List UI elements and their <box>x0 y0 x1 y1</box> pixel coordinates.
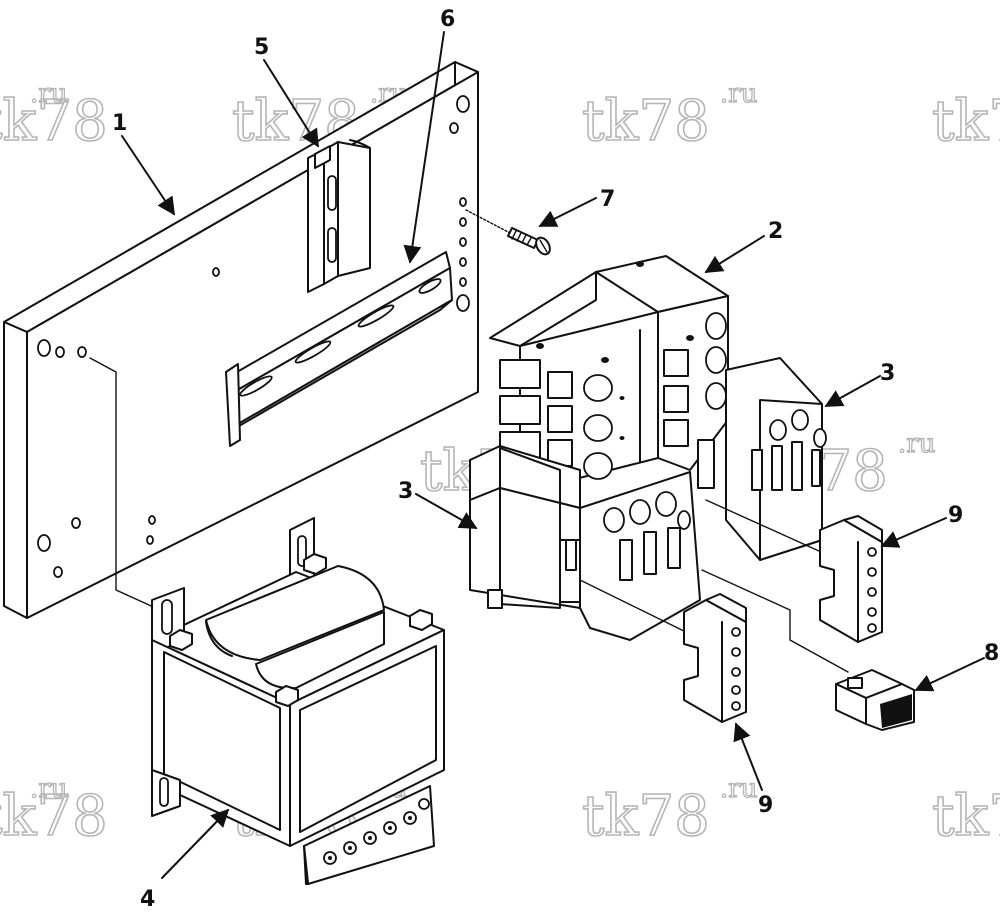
part-connector-plug <box>835 669 915 731</box>
arrow-1 <box>121 135 175 216</box>
watermark-suffix: .ru <box>720 79 757 109</box>
callout-5: 5 <box>254 35 269 60</box>
watermark-suffix: .ru <box>720 774 757 804</box>
part-contactor <box>489 255 729 489</box>
part-screw <box>465 209 551 256</box>
callout-8: 8 <box>984 641 999 666</box>
arrow-2 <box>704 235 765 273</box>
arrow-6 <box>403 31 445 264</box>
arrow-4 <box>161 808 230 879</box>
arrow-7 <box>538 197 597 227</box>
callout-4: 4 <box>140 887 155 912</box>
callout-6: 6 <box>440 7 455 32</box>
arrow-9-right <box>880 517 947 548</box>
watermark-suffix: .ru <box>30 774 67 804</box>
callout-3-right: 3 <box>880 361 895 386</box>
watermark-text: tk78 <box>582 89 710 154</box>
part-aux-contact-block-center <box>683 593 747 723</box>
callout-9-center: 9 <box>758 793 773 818</box>
part-horizontal-din-rail <box>225 251 453 447</box>
callout-9-right: 9 <box>948 503 963 528</box>
arrow-8 <box>914 657 985 692</box>
watermark-suffix: .ru <box>898 429 935 459</box>
watermark-suffix: .ru <box>30 79 67 109</box>
watermark-text: tk78 <box>0 784 108 849</box>
arrow-9-center <box>733 722 763 791</box>
part-relay-left <box>469 445 849 673</box>
arrow-3-left <box>415 493 478 529</box>
arrow-3-right <box>824 375 881 407</box>
part-aux-contact-block-right <box>819 515 883 643</box>
callout-labels: 1 5 6 7 2 3 3 9 9 8 4 <box>112 7 999 912</box>
watermark-text: tk78 <box>0 89 108 154</box>
assembly-leader-line <box>89 357 161 611</box>
arrow-5 <box>263 59 319 148</box>
callout-3-left: 3 <box>398 479 413 504</box>
callout-2: 2 <box>768 219 783 244</box>
callout-7: 7 <box>600 187 615 212</box>
part-vertical-din-rail <box>307 139 371 293</box>
part-relay-right <box>697 357 831 561</box>
watermark-text: tk78 <box>932 784 1000 849</box>
plate-left-edge <box>3 321 28 619</box>
watermark-text: tk78 <box>582 784 710 849</box>
callout-arrows <box>121 31 985 879</box>
watermark-text: tk78 <box>932 89 1000 154</box>
part-transformer <box>151 517 445 885</box>
callout-1: 1 <box>112 111 127 136</box>
